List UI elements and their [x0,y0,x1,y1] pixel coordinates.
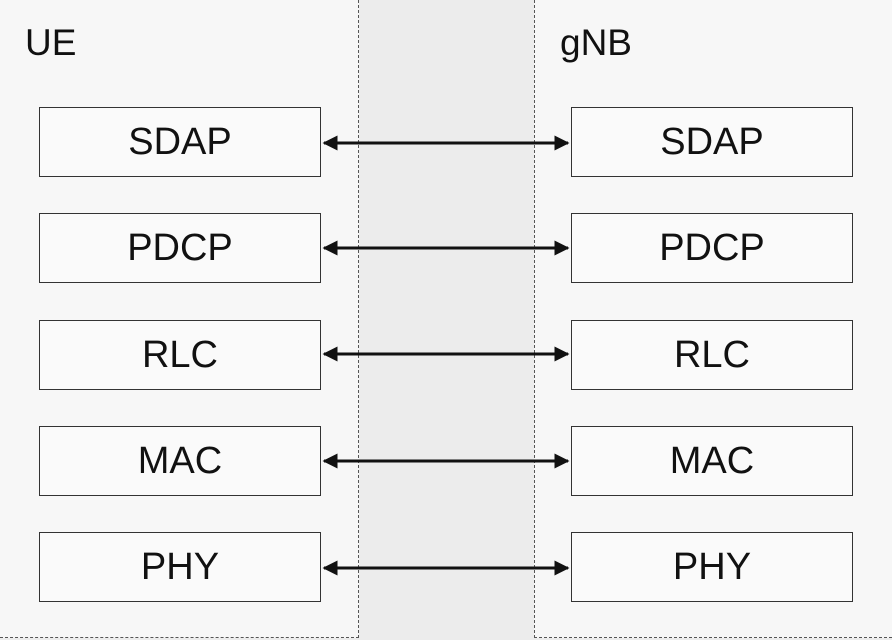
ue-title: UE [25,22,77,63]
gnb-layer-rlc: RLC [571,320,853,390]
ue-layer-mac-label: MAC [137,440,223,482]
gnb-layer-phy: PHY [571,532,853,602]
gnb-layer-mac: MAC [571,426,853,496]
gnb-layer-pdcp-label: PDCP [659,227,765,269]
ue-layer-mac: MAC [39,426,321,496]
gnb-layer-mac-label: MAC [669,440,755,482]
gnb-title: gNB [560,22,632,63]
ue-layer-sdap: SDAP [39,107,321,177]
gnb-layer-pdcp: PDCP [571,213,853,283]
gnb-entity-panel: gNB SDAP PDCP RLC MAC PHY [534,0,892,638]
gnb-layer-phy-label: PHY [672,546,752,588]
ue-layer-rlc-label: RLC [141,334,219,376]
ue-layer-rlc: RLC [39,320,321,390]
ue-layer-phy-label: PHY [140,546,220,588]
ue-layer-sdap-label: SDAP [128,121,232,163]
gnb-layer-sdap: SDAP [571,107,853,177]
gnb-layer-sdap-label: SDAP [660,121,764,163]
ue-entity-panel: UE SDAP PDCP RLC MAC PHY [0,0,359,638]
ue-layer-pdcp-label: PDCP [127,227,233,269]
ue-layer-pdcp: PDCP [39,213,321,283]
ue-layer-phy: PHY [39,532,321,602]
gnb-layer-rlc-label: RLC [673,334,751,376]
